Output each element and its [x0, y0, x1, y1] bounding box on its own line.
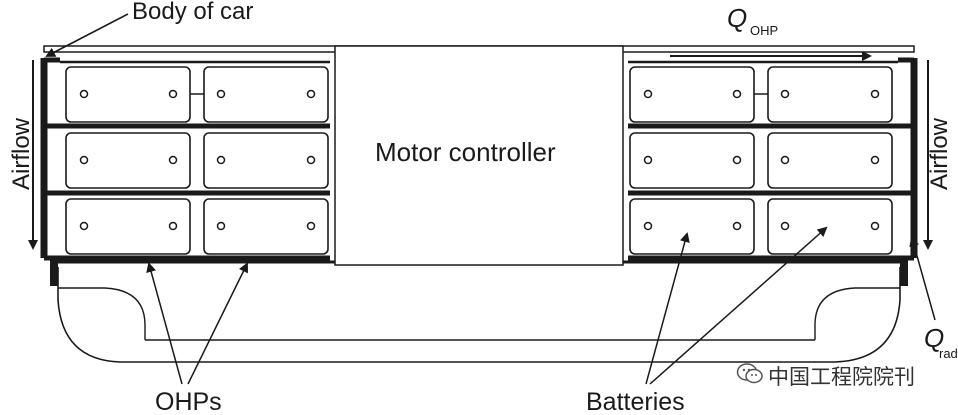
battery-cell: [65, 132, 191, 189]
battery-cell: [629, 132, 755, 189]
watermark-text: 中国工程院院刊: [768, 366, 915, 389]
airflow-left-label: Airflow: [8, 117, 36, 191]
battery-cell: [767, 198, 893, 255]
battery-cell: [203, 198, 329, 255]
q-rad-arrow: [909, 236, 936, 321]
left-ohp-structure: [40, 57, 330, 261]
motor-controller-box: [334, 45, 624, 266]
body-of-car-arrow: [45, 13, 129, 57]
q-ohp-symbol: Q: [727, 3, 748, 33]
ohps-arrow-2: [187, 262, 248, 385]
motor-controller-label: Motor controller: [375, 137, 556, 167]
q-rad-subscript: rad: [939, 346, 958, 361]
wechat-icon: [736, 363, 763, 384]
batteries-arrow-1: [645, 232, 690, 385]
ohps-label: OHPs: [155, 388, 222, 415]
batteries-arrow-2: [649, 226, 828, 385]
right-ohp-structure: [628, 57, 918, 261]
batteries-label: Batteries: [586, 388, 685, 415]
battery-cell: [629, 198, 755, 255]
body-of-car-label: Body of car: [132, 0, 254, 25]
battery-cell: [767, 132, 893, 189]
battery-cell: [203, 132, 329, 189]
terminal-holes: [79, 89, 880, 231]
q-rad-symbol: Q: [924, 323, 945, 353]
q-ohp-subscript: OHP: [750, 23, 779, 38]
airflow-right-label: Airflow: [926, 117, 954, 191]
left-battery-cells: [65, 66, 329, 255]
right-battery-cells: [629, 66, 893, 255]
ohps-arrow-1: [146, 262, 183, 385]
battery-cell: [65, 198, 191, 255]
